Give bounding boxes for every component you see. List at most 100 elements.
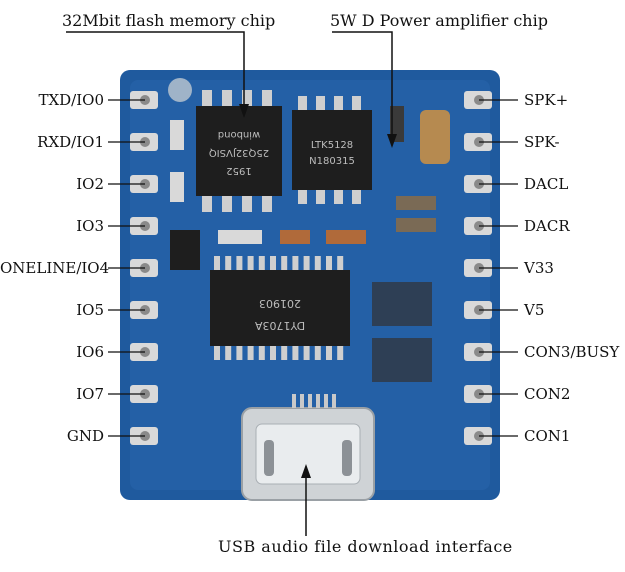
right-pin-label: V33 [524, 259, 554, 277]
right-pin-label: SPK- [524, 133, 560, 151]
main-chip [210, 256, 350, 360]
right-pin-label: DACL [524, 175, 569, 193]
smd-1 [218, 230, 262, 244]
right-pin-label: CON3/BUSY [524, 343, 620, 361]
main-chip-date: 201903 [259, 297, 301, 310]
left-pin-label: IO7 [76, 385, 104, 403]
left-pin-label: GND [66, 427, 104, 445]
flash-chip-date: 1952 [226, 165, 251, 176]
main-chip-leg [236, 256, 243, 270]
amp-chip-leg [352, 96, 361, 110]
main-chip-leg [258, 256, 265, 270]
main-chip-leg [247, 256, 254, 270]
usb-pin [316, 394, 320, 408]
main-chip-leg [326, 346, 332, 360]
flash-chip-leg [202, 90, 212, 106]
main-chip-leg [214, 346, 220, 360]
usb-pin [324, 394, 328, 408]
smd-left-2 [170, 172, 184, 202]
main-chip-leg [225, 256, 232, 270]
usb-pin [300, 394, 304, 408]
amp-chip-leg [298, 190, 307, 204]
flash-chip-leg [262, 196, 272, 212]
smd-left-1 [170, 120, 184, 150]
main-chip-leg [225, 346, 232, 360]
usb-interface-label: USB audio file download interface [218, 537, 513, 556]
flash-chip [196, 90, 282, 212]
transistor [170, 230, 200, 270]
main-chip-leg [337, 346, 344, 360]
main-chip-leg [214, 256, 220, 270]
flash-chip-leg [242, 90, 252, 106]
main-chip-leg [270, 346, 276, 360]
usb-pin [292, 394, 296, 408]
main-chip-leg [292, 346, 299, 360]
amp-chip-leg [334, 190, 343, 204]
callout-flash-arrowhead [239, 104, 249, 118]
amp-chip-leg [352, 190, 361, 204]
left-pin-label: IO6 [76, 343, 104, 361]
amp-chip-leg [334, 96, 343, 110]
main-chip-leg [236, 346, 243, 360]
main-chip-leg [337, 256, 344, 270]
resistor-array-1 [372, 282, 432, 326]
resistor-1 [390, 106, 404, 142]
right-pin-label: V5 [524, 301, 545, 319]
mounting-hole [168, 78, 192, 102]
main-chip-leg [314, 346, 321, 360]
main-chip-leg [281, 346, 288, 360]
flash-chip-part: 25Q32JVSIQ [209, 147, 269, 158]
flash-chip-leg [202, 196, 212, 212]
capacitor [420, 110, 450, 164]
main-chip-leg [258, 346, 265, 360]
usb-connector [241, 407, 375, 501]
resistor-array-2 [372, 338, 432, 382]
callout-flash [66, 31, 245, 112]
right-pin-label: SPK+ [524, 91, 569, 109]
callout-amp [332, 31, 393, 142]
flash-chip-leg [242, 196, 252, 212]
left-pin-label: TXD/IO0 [38, 91, 104, 109]
amp-chip [292, 96, 372, 204]
flash-chip-brand: winbond [218, 129, 260, 140]
callout-usb-arrowhead [301, 464, 311, 478]
smd-2 [280, 230, 310, 244]
main-chip-leg [303, 346, 310, 360]
amp-chip-date: N180315 [309, 156, 355, 167]
left-pin-label: RXD/IO1 [37, 133, 104, 151]
main-chip-part: DY1703A [254, 319, 305, 332]
right-pin-label: CON1 [524, 427, 571, 445]
main-chip-leg [247, 346, 254, 360]
main-chip-leg [303, 256, 310, 270]
main-chip-leg [270, 256, 276, 270]
usb-pin [308, 394, 312, 408]
right-pin-label: CON2 [524, 385, 571, 403]
main-chip-leg [292, 256, 299, 270]
amp-chip-part: LTK5128 [311, 140, 353, 151]
resistor-row-1 [396, 196, 436, 210]
main-chip-leg [314, 256, 321, 270]
right-pad-group [464, 91, 518, 445]
amp-chip-leg [316, 96, 325, 110]
flash-chip-leg [262, 90, 272, 106]
resistor-row-2 [396, 218, 436, 232]
amp-chip-leg [316, 190, 325, 204]
flash-chip-label: 32Mbit flash memory chip [62, 11, 276, 30]
left-pad-group [108, 91, 158, 445]
callout-amp-arrowhead [387, 134, 397, 148]
left-pin-label: IO5 [76, 301, 104, 319]
right-pin-label: DACR [524, 217, 570, 235]
usb-pin [332, 394, 336, 408]
main-chip-leg [281, 256, 288, 270]
amp-chip-label: 5W D Power amplifier chip [330, 11, 548, 30]
flash-chip-leg [222, 90, 232, 106]
usb-pins [292, 394, 336, 408]
left-pin-label: ONELINE/IO4 [0, 259, 110, 277]
left-pin-label: IO2 [76, 175, 104, 193]
main-chip-leg [326, 256, 332, 270]
amp-chip-leg [298, 96, 307, 110]
smd-3 [326, 230, 366, 244]
flash-chip-leg [222, 196, 232, 212]
